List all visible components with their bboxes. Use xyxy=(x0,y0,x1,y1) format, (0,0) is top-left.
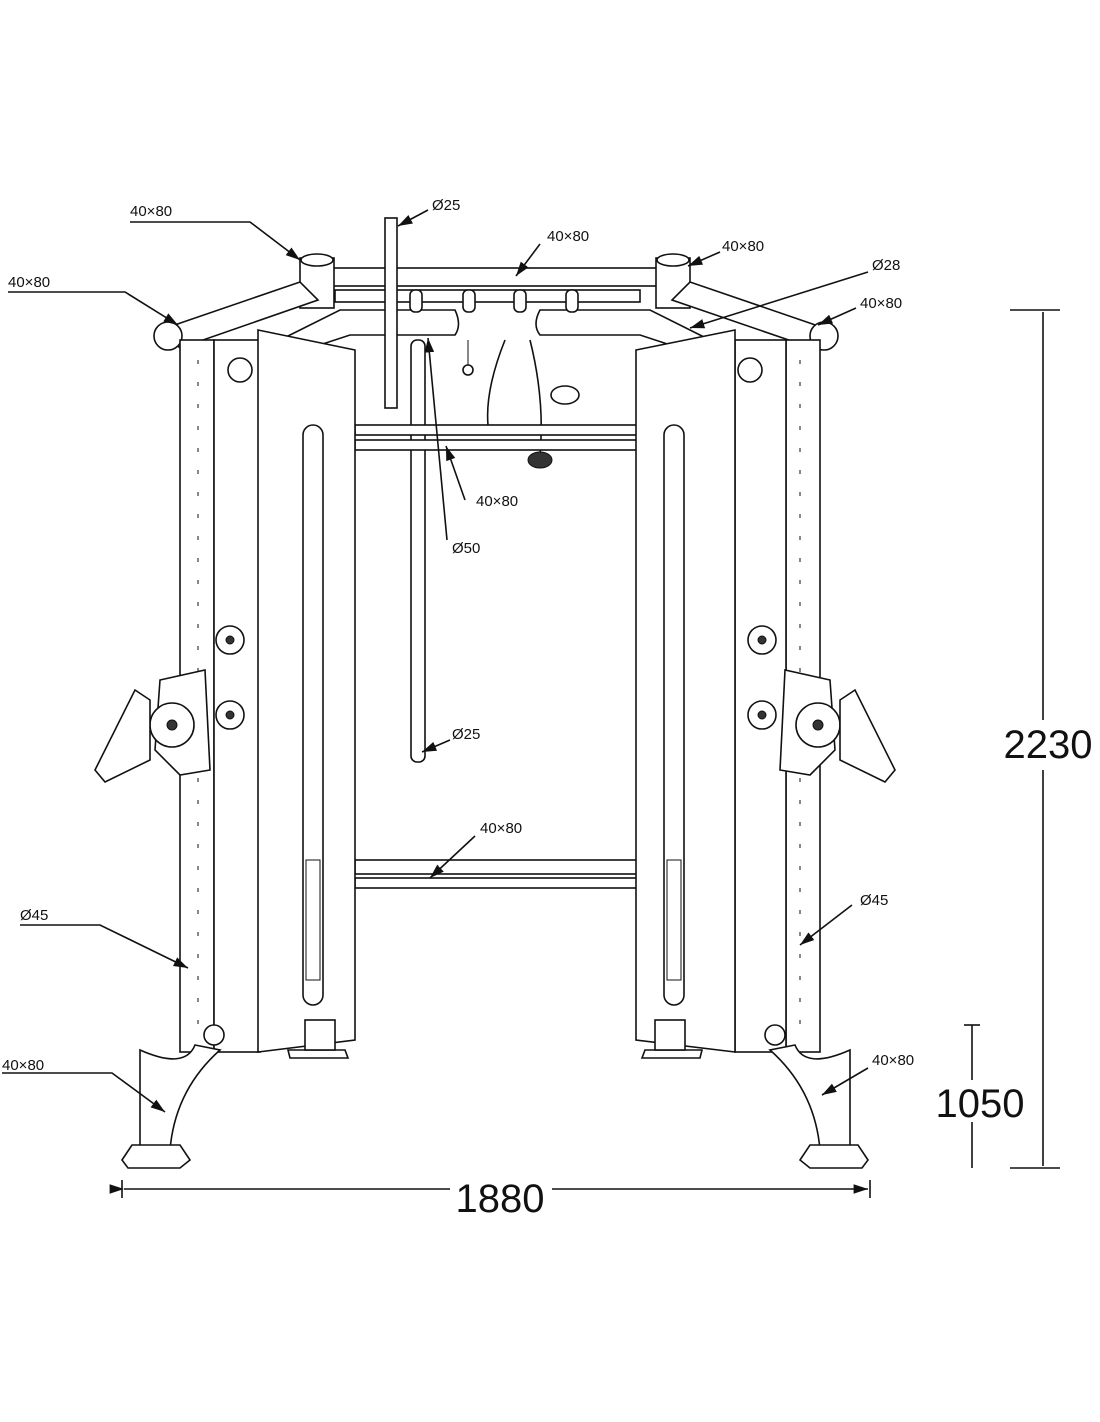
leader-lines xyxy=(2,209,869,1113)
label-rod-end: Ø25 xyxy=(452,726,480,743)
dimension-foot-height-value: 1050 xyxy=(936,1082,1025,1126)
dimension-height: 2230 xyxy=(1004,309,1093,1169)
label-pullup-bar: Ø28 xyxy=(872,257,900,274)
label-rear-upper-crossbar: 40×80 xyxy=(476,493,518,510)
dimension-height-value: 2230 xyxy=(1004,723,1093,767)
label-top-crossbar: 40×80 xyxy=(547,228,589,245)
top-frame xyxy=(153,253,839,359)
label-top-right-arm: 40×80 xyxy=(860,295,902,312)
dimension-foot-height: 1050 xyxy=(936,1024,1025,1168)
dimension-width: 1880 xyxy=(109,1177,871,1221)
chain-hooks xyxy=(409,289,580,469)
label-right-column: Ø45 xyxy=(860,892,888,909)
label-top-right-upright: 40×80 xyxy=(722,238,764,255)
label-left-foot: 40×80 xyxy=(2,1057,44,1074)
right-column xyxy=(635,329,896,1169)
label-top-left-upright: 40×80 xyxy=(130,203,172,220)
rear-lower-crossbar xyxy=(354,859,638,875)
label-rod-lower: Ø50 xyxy=(452,540,480,557)
label-top-rod: Ø25 xyxy=(432,197,460,214)
left-column xyxy=(94,329,356,1169)
label-top-left-arm: 40×80 xyxy=(8,274,50,291)
label-right-foot: 40×80 xyxy=(872,1052,914,1069)
dimension-width-value: 1880 xyxy=(456,1177,545,1221)
label-rear-lower-crossbar: 40×80 xyxy=(480,820,522,837)
label-left-column: Ø45 xyxy=(20,907,48,924)
rear-upper-crossbar xyxy=(354,424,638,436)
